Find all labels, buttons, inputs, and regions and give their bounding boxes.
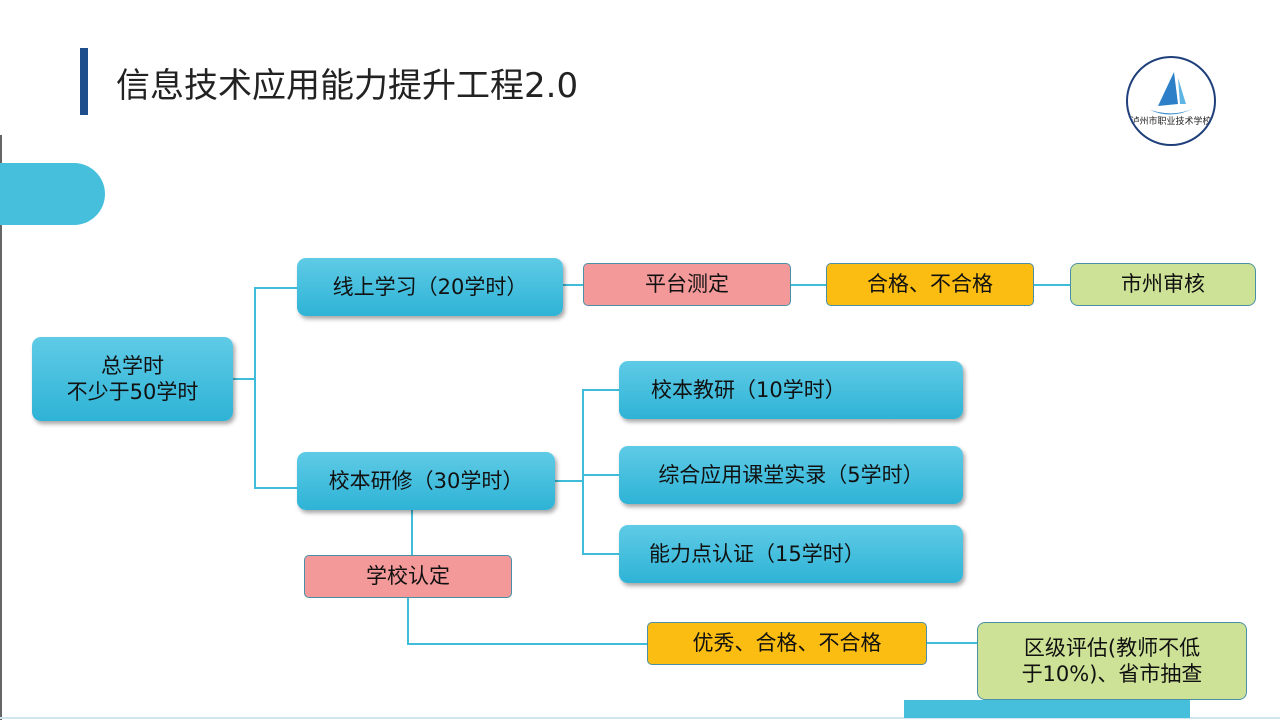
node-text: 不少于50学时 [66, 380, 199, 404]
node-school-training: 校本研修（30学时） [297, 452, 555, 510]
node-total-hours: 总学时 不少于50学时 [32, 337, 233, 421]
node-platform-assessment: 平台测定 [583, 263, 791, 306]
node-city-review: 市州审核 [1070, 263, 1256, 306]
node-text: 区级评估(教师不低 [1023, 635, 1201, 660]
node-text: 于10%)、省市抽查 [1021, 662, 1203, 686]
left-border-line [0, 135, 2, 720]
svg-text:泸州市职业技术学校: 泸州市职业技术学校 [1130, 115, 1211, 127]
title-accent-bar [80, 48, 88, 115]
sailboat-logo-icon: 泸州市职业技术学校 [1130, 72, 1212, 127]
connector [1034, 284, 1070, 286]
node-classroom-record: 综合应用课堂实录（5学时） [619, 446, 963, 504]
connector [563, 284, 583, 286]
connector [927, 642, 977, 644]
connector [254, 487, 297, 489]
connector [791, 284, 826, 286]
node-text: 总学时 [101, 353, 164, 378]
connector [411, 510, 413, 555]
connector [254, 287, 297, 289]
left-tab-decoration [0, 163, 105, 225]
connector [582, 553, 619, 555]
node-district-evaluation: 区级评估(教师不低 于10%)、省市抽查 [977, 622, 1247, 700]
connector [407, 643, 647, 645]
bottom-border-line [0, 717, 1280, 719]
node-online-learning: 线上学习（20学时） [297, 258, 563, 316]
node-ability-certification: 能力点认证（15学时） [619, 525, 963, 583]
node-school-certification: 学校认定 [304, 555, 512, 598]
node-online-result: 合格、不合格 [826, 263, 1034, 306]
node-school-research: 校本教研（10学时） [619, 361, 963, 419]
page-title: 信息技术应用能力提升工程2.0 [116, 66, 579, 106]
school-logo: 泸州市职业技术学校 [1126, 56, 1216, 146]
node-school-result: 优秀、合格、不合格 [647, 622, 927, 665]
bottom-bar-decoration [904, 700, 1190, 718]
connector [582, 389, 584, 555]
connector [407, 597, 409, 645]
connector [555, 480, 583, 482]
connector [582, 389, 619, 391]
connector [233, 378, 255, 380]
connector [254, 287, 256, 489]
connector [582, 474, 619, 476]
